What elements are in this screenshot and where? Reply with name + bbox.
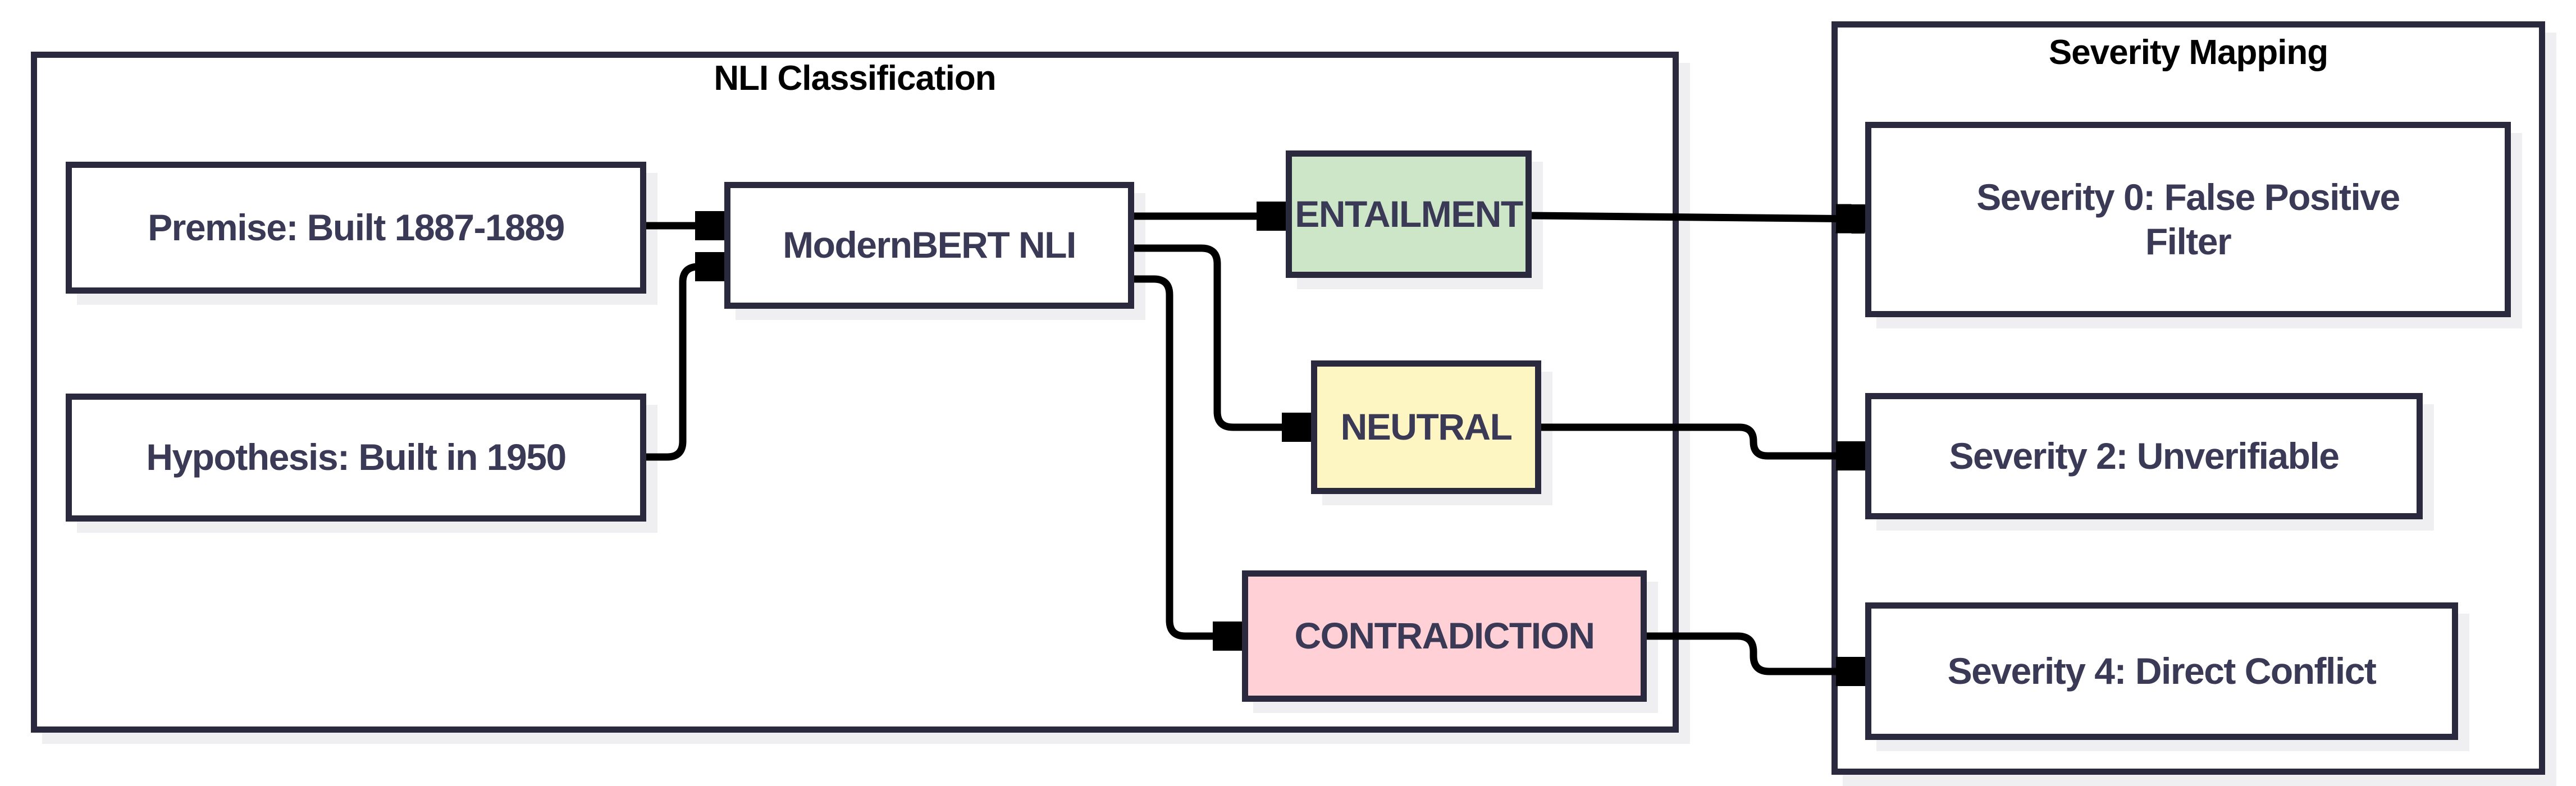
node-severity-0: Severity 0: False Positive Filter (1865, 122, 2511, 317)
cluster-severity-title: Severity Mapping (2048, 33, 2328, 72)
node-hypothesis-label: Hypothesis: Built in 1950 (146, 436, 567, 478)
node-modernbert-nli: ModernBERT NLI (724, 182, 1134, 309)
node-premise: Premise: Built 1887-1889 (66, 162, 646, 294)
node-modernbert-label: ModernBERT NLI (783, 224, 1076, 266)
node-premise-label: Premise: Built 1887-1889 (148, 206, 565, 248)
node-severity-4: Severity 4: Direct Conflict (1865, 602, 2458, 740)
node-contradiction-label: CONTRADICTION (1294, 615, 1595, 657)
node-severity-2-label: Severity 2: Unverifiable (1949, 435, 2340, 477)
node-severity-0-label: Severity 0: False Positive Filter (1976, 176, 2400, 262)
node-neutral: NEUTRAL (1311, 360, 1541, 494)
node-neutral-label: NEUTRAL (1340, 406, 1513, 448)
node-entailment-label: ENTAILMENT (1295, 193, 1523, 235)
node-entailment: ENTAILMENT (1286, 150, 1532, 278)
node-hypothesis: Hypothesis: Built in 1950 (66, 394, 646, 522)
node-contradiction: CONTRADICTION (1242, 570, 1647, 702)
cluster-nli-title: NLI Classification (714, 59, 996, 98)
node-severity-2: Severity 2: Unverifiable (1865, 393, 2423, 519)
node-severity-4-label: Severity 4: Direct Conflict (1947, 650, 2377, 692)
